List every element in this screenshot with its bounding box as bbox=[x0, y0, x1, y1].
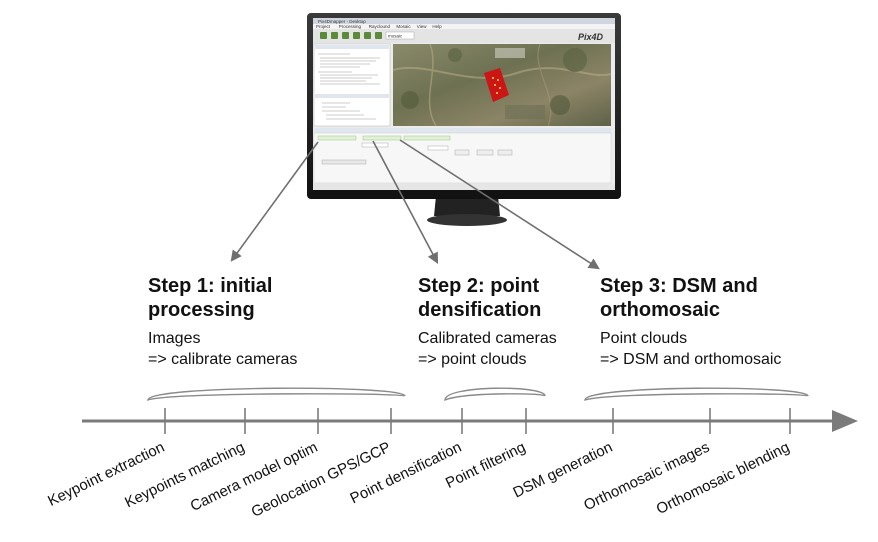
menu-item[interactable]: Mosaic bbox=[396, 24, 411, 29]
monitor-stand-base bbox=[427, 214, 507, 226]
arrow-to-step-1 bbox=[230, 141, 319, 262]
processing-button[interactable] bbox=[497, 149, 513, 156]
timeline-label: Orthomosaic blending bbox=[654, 439, 793, 518]
menu-items: Project Processing Rayclound Mosaic View Help bbox=[316, 24, 442, 29]
step-2-title: Step 2: point densification bbox=[418, 275, 542, 321]
step-1-title: Step 1: initial processing bbox=[148, 275, 273, 321]
menu-item[interactable]: Rayclound bbox=[369, 24, 391, 29]
processing-panel bbox=[313, 132, 612, 184]
arrow-to-step-2 bbox=[372, 140, 439, 264]
tab-point-densification[interactable] bbox=[362, 135, 402, 141]
step-3-block: Step 3: DSM and orthomosaic Point clouds… bbox=[600, 274, 830, 370]
mode-combo-value: mosaic bbox=[388, 34, 403, 39]
project-panel bbox=[313, 43, 391, 127]
brace-step-2 bbox=[444, 387, 546, 402]
arrow-to-step-3 bbox=[399, 139, 600, 270]
toolbar-button-icon[interactable] bbox=[353, 32, 360, 39]
timeline-arrowhead bbox=[832, 410, 858, 432]
flight-area-polygon bbox=[484, 68, 509, 102]
layers-panel-lines bbox=[322, 102, 376, 120]
toolbar-button-icon[interactable] bbox=[364, 32, 371, 39]
window-title: Pix4Dmapper - Desktop bbox=[318, 19, 366, 24]
project-panel-lines bbox=[318, 53, 380, 85]
progress-bar bbox=[321, 159, 367, 165]
stage-braces bbox=[147, 387, 809, 402]
menu-item[interactable]: Help bbox=[432, 24, 442, 29]
layers-panel-header bbox=[315, 94, 389, 98]
brand-logo: Pix4D bbox=[578, 32, 604, 42]
menu-item[interactable]: Project bbox=[316, 24, 331, 29]
monitor: Pix4Dmapper - Desktop Project Processing R… bbox=[307, 13, 621, 226]
step-1-description: Images => calibrate cameras bbox=[148, 330, 298, 368]
step-2-block: Step 2: point densification Calibrated c… bbox=[418, 274, 598, 370]
brace-step-3 bbox=[584, 387, 809, 401]
step-3-title: Step 3: DSM and orthomosaic bbox=[600, 275, 758, 321]
mode-combo[interactable] bbox=[385, 31, 415, 40]
menu-item[interactable]: Processing bbox=[339, 24, 362, 29]
toolbar-button-icon[interactable] bbox=[331, 32, 338, 39]
brace-step-1 bbox=[147, 387, 406, 402]
monitor-stand-neck bbox=[434, 196, 500, 216]
menu-bar bbox=[313, 24, 615, 29]
step-3-description: Point clouds => DSM and orthomosaic bbox=[600, 330, 782, 368]
window-titlebar bbox=[313, 18, 615, 24]
step-2-description: Calibrated cameras => point clouds bbox=[418, 330, 557, 368]
camera-points bbox=[492, 77, 501, 94]
toolbar-button-icon[interactable] bbox=[342, 32, 349, 39]
tab-initial-processing[interactable] bbox=[317, 135, 357, 141]
processing-tabs bbox=[317, 135, 451, 141]
step-arrows bbox=[230, 139, 600, 270]
processing-panel-header bbox=[314, 128, 611, 133]
resolution-field[interactable] bbox=[427, 145, 449, 151]
toolbar-button-icon[interactable] bbox=[320, 32, 327, 39]
menu-item[interactable]: View bbox=[417, 24, 427, 29]
processing-button[interactable] bbox=[454, 149, 470, 156]
toolbar-buttons: mosaic bbox=[320, 31, 415, 40]
tab-dsm-orthomosaic[interactable] bbox=[403, 135, 451, 141]
status-bar bbox=[313, 184, 615, 190]
step-1-block: Step 1: initial processing Images => cal… bbox=[148, 274, 398, 370]
project-panel-header bbox=[315, 45, 389, 49]
map-texture bbox=[392, 43, 612, 127]
processing-button[interactable] bbox=[476, 149, 494, 156]
toolbar-button-icon[interactable] bbox=[375, 32, 382, 39]
